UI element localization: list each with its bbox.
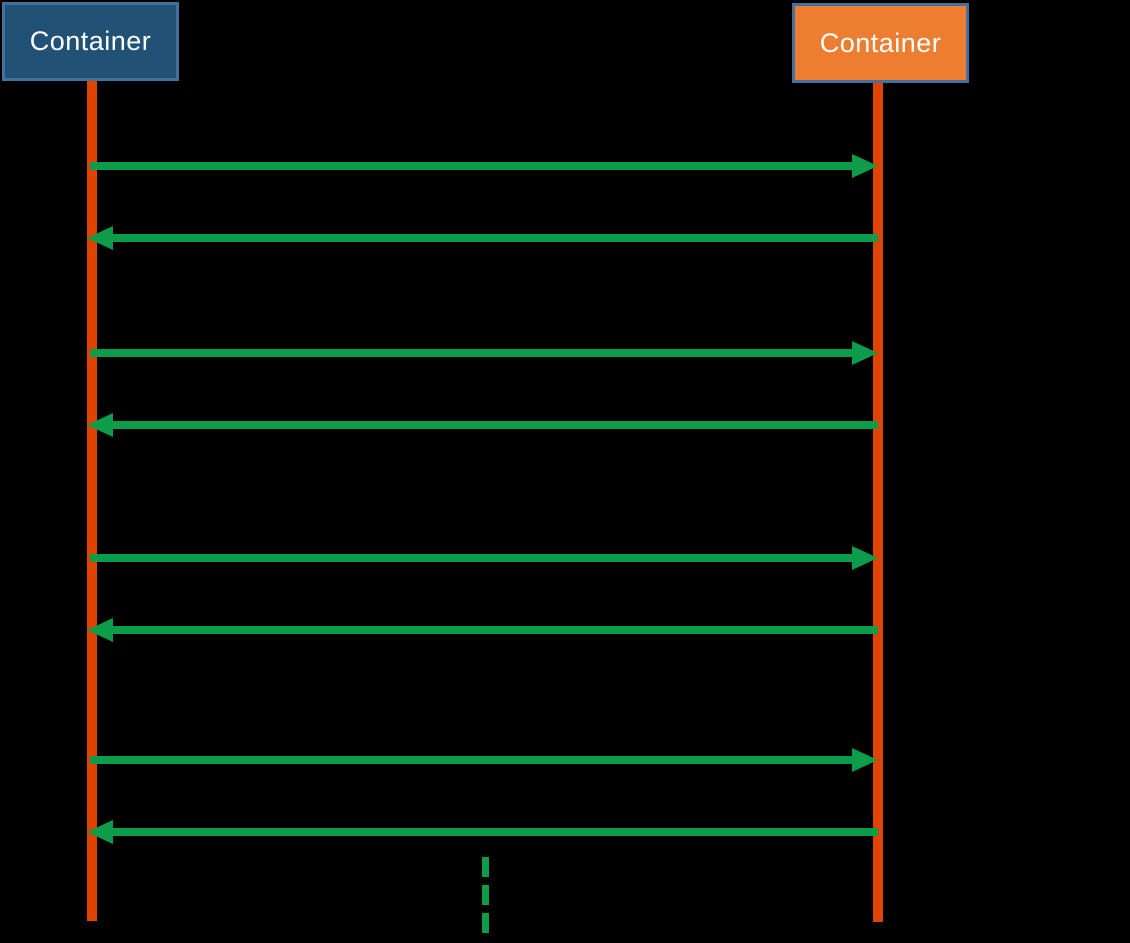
message-arrow-line <box>90 756 852 764</box>
continuation-dashed-line <box>482 857 489 933</box>
message-arrowhead-icon <box>852 748 878 772</box>
actor-box-right: Container <box>792 3 969 83</box>
message-arrowhead-icon <box>87 618 113 642</box>
actor-label-right: Container <box>819 27 942 58</box>
message-arrowhead-icon <box>87 820 113 844</box>
message-arrowhead-icon <box>87 413 113 437</box>
actor-label-left: Container <box>29 26 152 56</box>
message-arrow-line <box>113 626 878 634</box>
message-arrowhead-icon <box>852 341 878 365</box>
message-arrow-line <box>90 554 852 562</box>
message-arrow-line <box>113 234 878 242</box>
lifeline-left <box>87 81 97 921</box>
message-arrowhead-icon <box>852 154 878 178</box>
message-arrowhead-icon <box>852 546 878 570</box>
message-arrow-line <box>113 421 878 429</box>
message-arrow-line <box>90 162 852 170</box>
message-arrowhead-icon <box>87 226 113 250</box>
message-arrow-line <box>90 349 852 357</box>
message-arrow-line <box>113 828 878 836</box>
actor-box-left: Container <box>2 2 179 81</box>
lifeline-right <box>873 83 883 922</box>
